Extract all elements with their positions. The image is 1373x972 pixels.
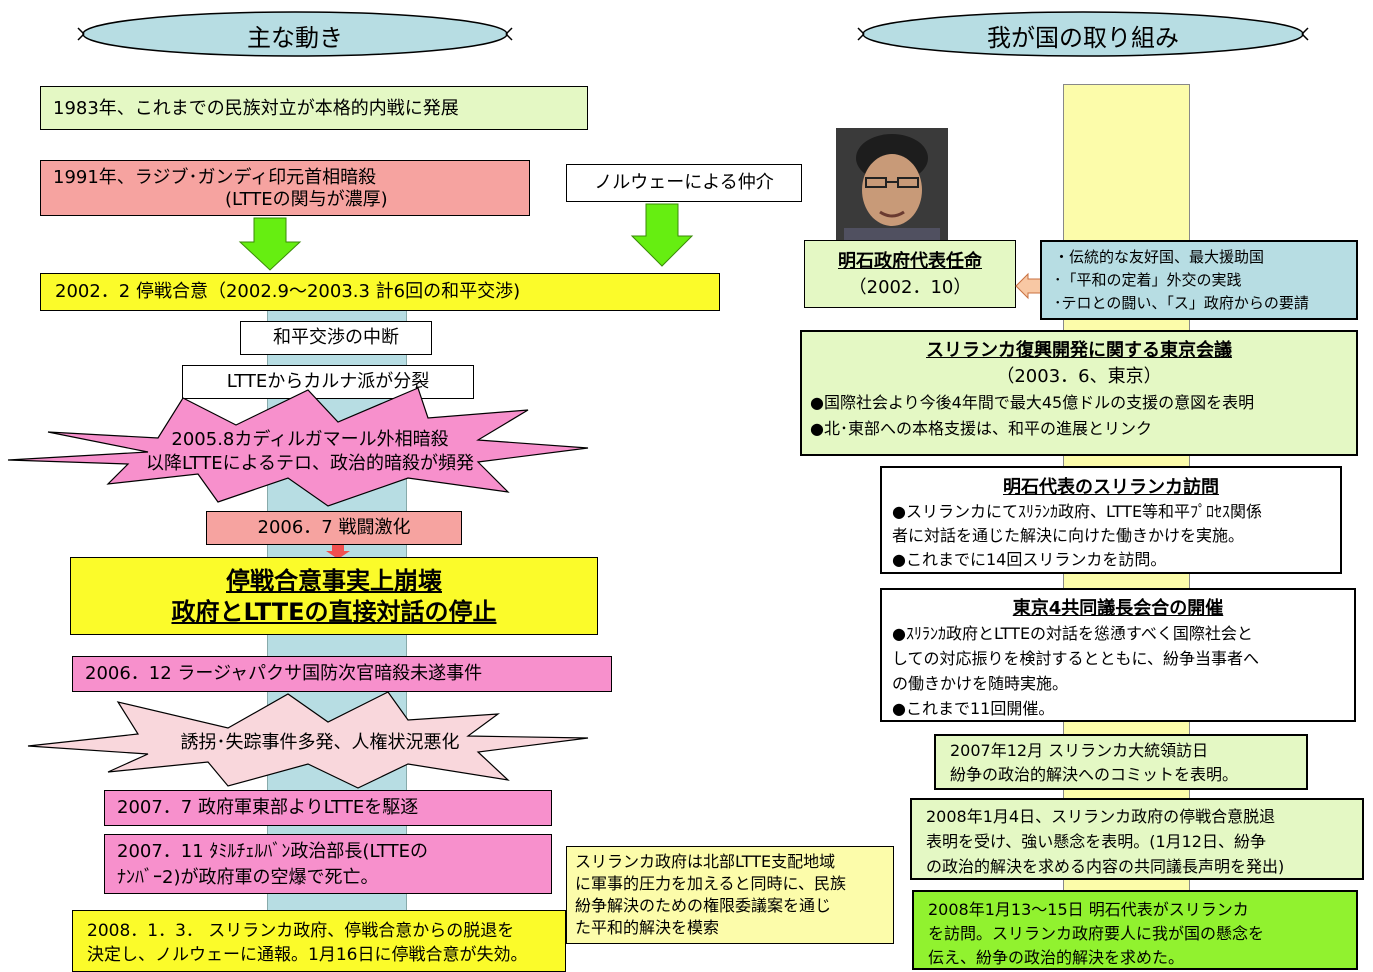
cochair-meeting-box: 東京4共同議長会合の開催 ●ｽﾘﾗﾝｶ政府とLTTEの対話を慫慂すべく国際社会と…: [880, 588, 1356, 722]
event-1983: 1983年、これまでの民族対立が本格的内戦に発展: [40, 86, 588, 130]
visit2008-line: 伝え、紛争の政治的解決を求めた。: [928, 948, 1185, 967]
collapse-line2: 政府とLTTEの直接対話の停止: [171, 598, 497, 626]
president-visit-line: 2007年12月 スリランカ大統領訪日: [950, 741, 1209, 760]
gov-note-line1: スリランカ政府は北部LTTE支配地域: [575, 852, 836, 871]
akashi-portrait: [836, 128, 948, 240]
reason-item: ・伝統的な友好国、最大援助国: [1054, 248, 1265, 266]
event-2005-line2: 以降LTTEによるテロ、政治的暗殺が頻発: [145, 453, 475, 474]
visit-item: 者に対話を通じた解決に向けた働きかけを実施。: [892, 526, 1245, 545]
cochair-item: ●これまで11回開催。: [892, 699, 1055, 718]
akashi-appointment-box: 明石政府代表任命 （2002．10）: [804, 240, 1016, 308]
event-2006-7: 2006．7 戦闘激化: [206, 511, 462, 545]
left-header-title: 主な動き: [247, 24, 343, 52]
event-2008: 2008．1．3． スリランカ政府、停戦合意からの脱退を 決定し、ノルウェーに通…: [72, 910, 566, 972]
appointment-date: （2002．10）: [848, 277, 972, 298]
event-2007-11-line1: 2007．11 ﾀﾐﾙﾁｪﾙﾊﾞﾝ政治部長(LTTEの: [117, 841, 429, 862]
president-visit-line: 紛争の政治的解決へのコミットを表明。: [950, 765, 1239, 784]
tokyo-date: （2003．6、東京）: [996, 366, 1162, 387]
explosion-shape: [27, 691, 589, 789]
tokyo-conference-box: スリランカ復興開発に関する東京会議 （2003．6、東京） ●国際社会より今後4…: [800, 330, 1358, 456]
right-header-cloud: [857, 11, 1309, 57]
appointment-title: 明石政府代表任命: [838, 251, 982, 272]
event-2006-12: 2006．12 ラージャパクサ国防次官暗殺未遂事件: [72, 656, 612, 692]
cochair-item: しての対応振りを検討するとともに、紛争当事者へ: [892, 649, 1260, 668]
norway-mediation: ノルウェーによる仲介: [566, 164, 802, 202]
concern-2008-box: 2008年1月4日、スリランカ政府の停戦合意脱退 表明を受け、強い懸念を表明。(…: [910, 798, 1364, 880]
cochair-item: ●ｽﾘﾗﾝｶ政府とLTTEの対話を慫慂すべく国際社会と: [892, 624, 1253, 643]
explosion-shape: [7, 387, 589, 507]
event-1991: 1991年、ラジブ･ガンディ印元首相暗殺 (LTTEの関与が濃厚): [40, 160, 530, 216]
visit-item: ●これまでに14回スリランカを訪問。: [892, 550, 1167, 569]
cochair-item: の働きかけを随時実施。: [892, 674, 1069, 693]
small-down-arrow-icon: [326, 545, 350, 559]
gov-note-line3: 紛争解決のための権限委議案を通じ: [575, 896, 832, 915]
event-1991-line1: 1991年、ラジブ･ガンディ印元首相暗殺: [53, 167, 377, 188]
event-2002-ceasefire: 2002．2 停戦合意（2002.9～2003.3 計6回の和平交渉): [40, 273, 720, 311]
reason-item: ･テロとの闘い、「ス」政府からの要請: [1054, 294, 1309, 312]
visit-item: ●スリランカにてｽﾘﾗﾝｶ政府、LTTE等和平ﾌﾟﾛｾｽ関係: [892, 502, 1263, 521]
down-arrow-icon: [238, 217, 302, 271]
visit-title: 明石代表のスリランカ訪問: [1003, 477, 1219, 498]
event-2005: 2005.8カディルガマール外相暗殺 以降LTTEによるテロ、政治的暗殺が頻発: [100, 428, 520, 476]
gov-note-line4: た平和的解決を模索: [575, 918, 720, 937]
visit2008-line: を訪問。スリランカ政府要人に我が国の懸念を: [928, 924, 1265, 943]
event-2007-7: 2007．7 政府軍東部よりLTTEを駆逐: [104, 790, 552, 826]
concern-line: の政治的解決を求める内容の共同議長声明を発出): [926, 857, 1285, 876]
tokyo-title: スリランカ復興開発に関する東京会議: [926, 340, 1232, 361]
tokyo-item: ●北･東部への本格支援は、和平の進展とリンク: [810, 419, 1152, 438]
akashi-visit-2008-box: 2008年1月13～15日 明石代表がスリランカ を訪問。スリランカ政府要人に我…: [912, 890, 1358, 970]
event-2008-line1: 2008．1．3． スリランカ政府、停戦合意からの脱退を: [87, 921, 515, 941]
cochair-title: 東京4共同議長会合の開催: [1012, 598, 1224, 619]
event-2007-11: 2007．11 ﾀﾐﾙﾁｪﾙﾊﾞﾝ政治部長(LTTEの ﾅﾝﾊﾞｰ2)が政府軍の…: [104, 834, 552, 894]
visit2008-line: 2008年1月13～15日 明石代表がスリランカ: [928, 900, 1249, 919]
akashi-visit-box: 明石代表のスリランカ訪問 ●スリランカにてｽﾘﾗﾝｶ政府、LTTE等和平ﾌﾟﾛｾ…: [880, 466, 1342, 574]
event-kidnap: 誘拐･失踪事件多発、人権状況悪化: [180, 732, 460, 753]
event-2005-line1: 2005.8カディルガマール外相暗殺: [171, 429, 449, 450]
event-2008-line2: 決定し、ノルウェーに通報。1月16日に停戦合意が失効。: [87, 945, 528, 965]
event-talks-suspended: 和平交渉の中断: [240, 321, 432, 355]
event-2007-11-line2: ﾅﾝﾊﾞｰ2)が政府軍の空爆で死亡。: [117, 867, 379, 888]
left-arrow-icon: [1015, 272, 1043, 300]
left-header-cloud: [77, 11, 513, 57]
event-karuna-split: LTTEからカルナ派が分裂: [182, 365, 474, 399]
concern-line: 2008年1月4日、スリランカ政府の停戦合意脱退: [926, 807, 1276, 826]
gov-strategy-note: スリランカ政府は北部LTTE支配地域 に軍事的圧力を加えると同時に、民族 紛争解…: [566, 846, 894, 944]
reason-item: ･「平和の定着」外交の実践: [1054, 271, 1242, 289]
appointment-reasons: ・伝統的な友好国、最大援助国 ･「平和の定着」外交の実践 ･テロとの闘い、「ス」…: [1040, 240, 1358, 320]
gov-note-line2: に軍事的圧力を加えると同時に、民族: [575, 874, 847, 893]
down-arrow-icon: [630, 203, 694, 267]
event-1991-line2: (LTTEの関与が濃厚): [225, 189, 388, 210]
ceasefire-collapse-box: 停戦合意事実上崩壊 政府とLTTEの直接対話の停止: [70, 557, 598, 635]
right-header-title: 我が国の取り組み: [987, 24, 1179, 52]
president-visit-box: 2007年12月 スリランカ大統領訪日 紛争の政治的解決へのコミットを表明。: [934, 734, 1308, 790]
concern-line: 表明を受け、強い懸念を表明。(1月12日、紛争: [926, 832, 1266, 851]
collapse-line1: 停戦合意事実上崩壊: [226, 567, 442, 595]
tokyo-item: ●国際社会より今後4年間で最大45億ドルの支援の意図を表明: [810, 393, 1255, 412]
